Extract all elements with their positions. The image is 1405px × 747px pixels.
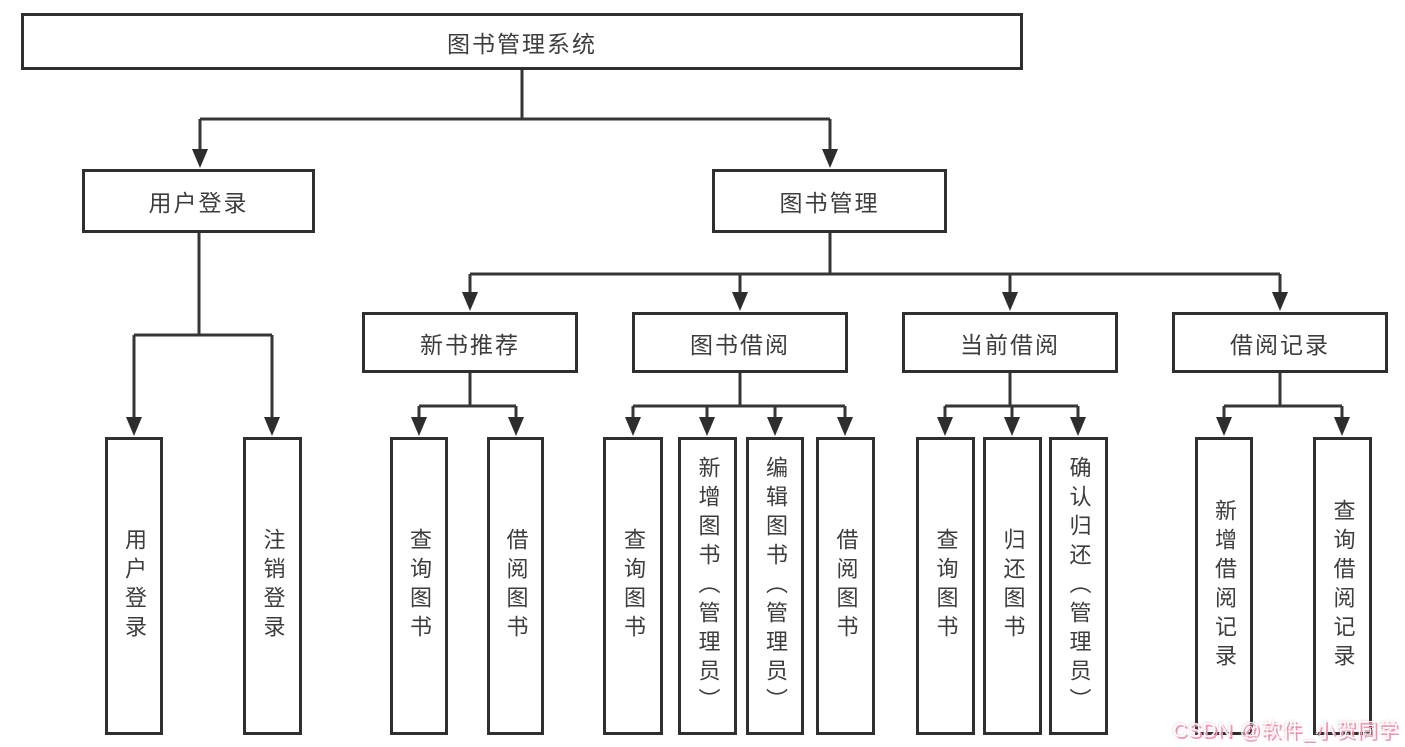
node-label: 查询借阅记录	[1330, 499, 1356, 673]
node-leaf-query-books-borrowing: 查询图书	[603, 437, 663, 735]
node-leaf-user-login: 用户登录	[105, 437, 163, 735]
node-label: 新增借阅记录	[1212, 499, 1237, 673]
node-label: 图书管理	[779, 190, 880, 216]
node-label: 新增图书（管理员）	[695, 455, 721, 717]
node-new-book-recommend: 新书推荐	[362, 312, 578, 373]
node-label: 当前借阅	[960, 331, 1060, 358]
node-book-borrowing: 图书借阅	[632, 312, 848, 373]
node-label: 查询图书	[407, 528, 432, 644]
node-label: 注销登录	[260, 528, 286, 644]
arrow-down-icon	[508, 417, 524, 436]
csdn-watermark: CSDN @软件_小贺同学	[1172, 714, 1399, 743]
arrow-down-icon	[732, 292, 748, 311]
node-user-login-module: 用户登录	[82, 169, 315, 233]
node-book-management-module: 图书管理	[712, 169, 947, 233]
connector-book-borrowing	[631, 373, 847, 420]
node-leaf-query-borrow-record: 查询借阅记录	[1313, 437, 1372, 735]
node-label: 编辑图书（管理员）	[763, 455, 788, 717]
node-leaf-borrow-books-recommend: 借阅图书	[487, 437, 544, 735]
node-leaf-return-book: 归还图书	[983, 437, 1042, 735]
node-label: 用户登录	[122, 528, 147, 644]
arrow-down-icon	[1004, 417, 1020, 436]
arrow-down-icon	[1002, 292, 1018, 311]
node-leaf-logout: 注销登录	[243, 437, 302, 735]
connector-new-book-recommend	[417, 373, 518, 420]
node-borrow-records: 借阅记录	[1172, 312, 1388, 373]
node-label: 借阅图书	[833, 528, 859, 644]
node-leaf-add-borrow-record: 新增借阅记录	[1195, 437, 1253, 735]
arrow-down-icon	[625, 417, 641, 436]
connector-current-borrowing	[943, 373, 1080, 420]
node-leaf-query-books-recommend: 查询图书	[390, 437, 448, 735]
node-leaf-add-book-admin: 新增图书（管理员）	[678, 437, 737, 735]
node-leaf-query-books-current: 查询图书	[916, 437, 975, 735]
node-label: 归还图书	[1000, 528, 1026, 644]
connector-book-management	[468, 233, 1282, 295]
arrow-down-icon	[462, 292, 478, 311]
arrow-down-icon	[1334, 417, 1350, 436]
arrow-down-icon	[126, 417, 142, 436]
arrow-down-icon	[192, 149, 208, 168]
node-label: 查询图书	[621, 528, 646, 644]
arrow-down-icon	[837, 417, 853, 436]
node-current-borrowing: 当前借阅	[902, 312, 1118, 373]
node-label: 借阅图书	[503, 528, 529, 644]
node-root-system: 图书管理系统	[21, 13, 1023, 70]
arrowheads	[126, 149, 1350, 436]
node-label: 确认归还（管理员）	[1066, 455, 1092, 717]
node-leaf-borrow-books-borrowing: 借阅图书	[816, 437, 875, 735]
arrow-down-icon	[1070, 417, 1086, 436]
connector-root	[198, 70, 832, 152]
arrow-down-icon	[822, 149, 838, 168]
arrow-down-icon	[1216, 417, 1232, 436]
arrow-down-icon	[767, 417, 783, 436]
node-label: 新书推荐	[420, 331, 520, 358]
arrow-down-icon	[264, 417, 280, 436]
connector-borrow-records	[1222, 373, 1344, 420]
node-label: 借阅记录	[1230, 331, 1330, 358]
arrow-down-icon	[1272, 292, 1288, 311]
node-label: 图书管理系统	[447, 30, 597, 57]
arrow-down-icon	[937, 417, 953, 436]
watermark-text: CSDN @软件_小贺同学	[1172, 720, 1399, 742]
arrow-down-icon	[411, 417, 427, 436]
node-leaf-confirm-return-admin: 确认归还（管理员）	[1049, 437, 1108, 735]
node-label: 用户登录	[148, 190, 249, 216]
node-leaf-edit-book-admin: 编辑图书（管理员）	[746, 437, 804, 735]
node-label: 查询图书	[933, 528, 959, 644]
node-label: 图书借阅	[690, 331, 790, 358]
arrow-down-icon	[699, 417, 715, 436]
connector-user-login	[132, 233, 274, 420]
